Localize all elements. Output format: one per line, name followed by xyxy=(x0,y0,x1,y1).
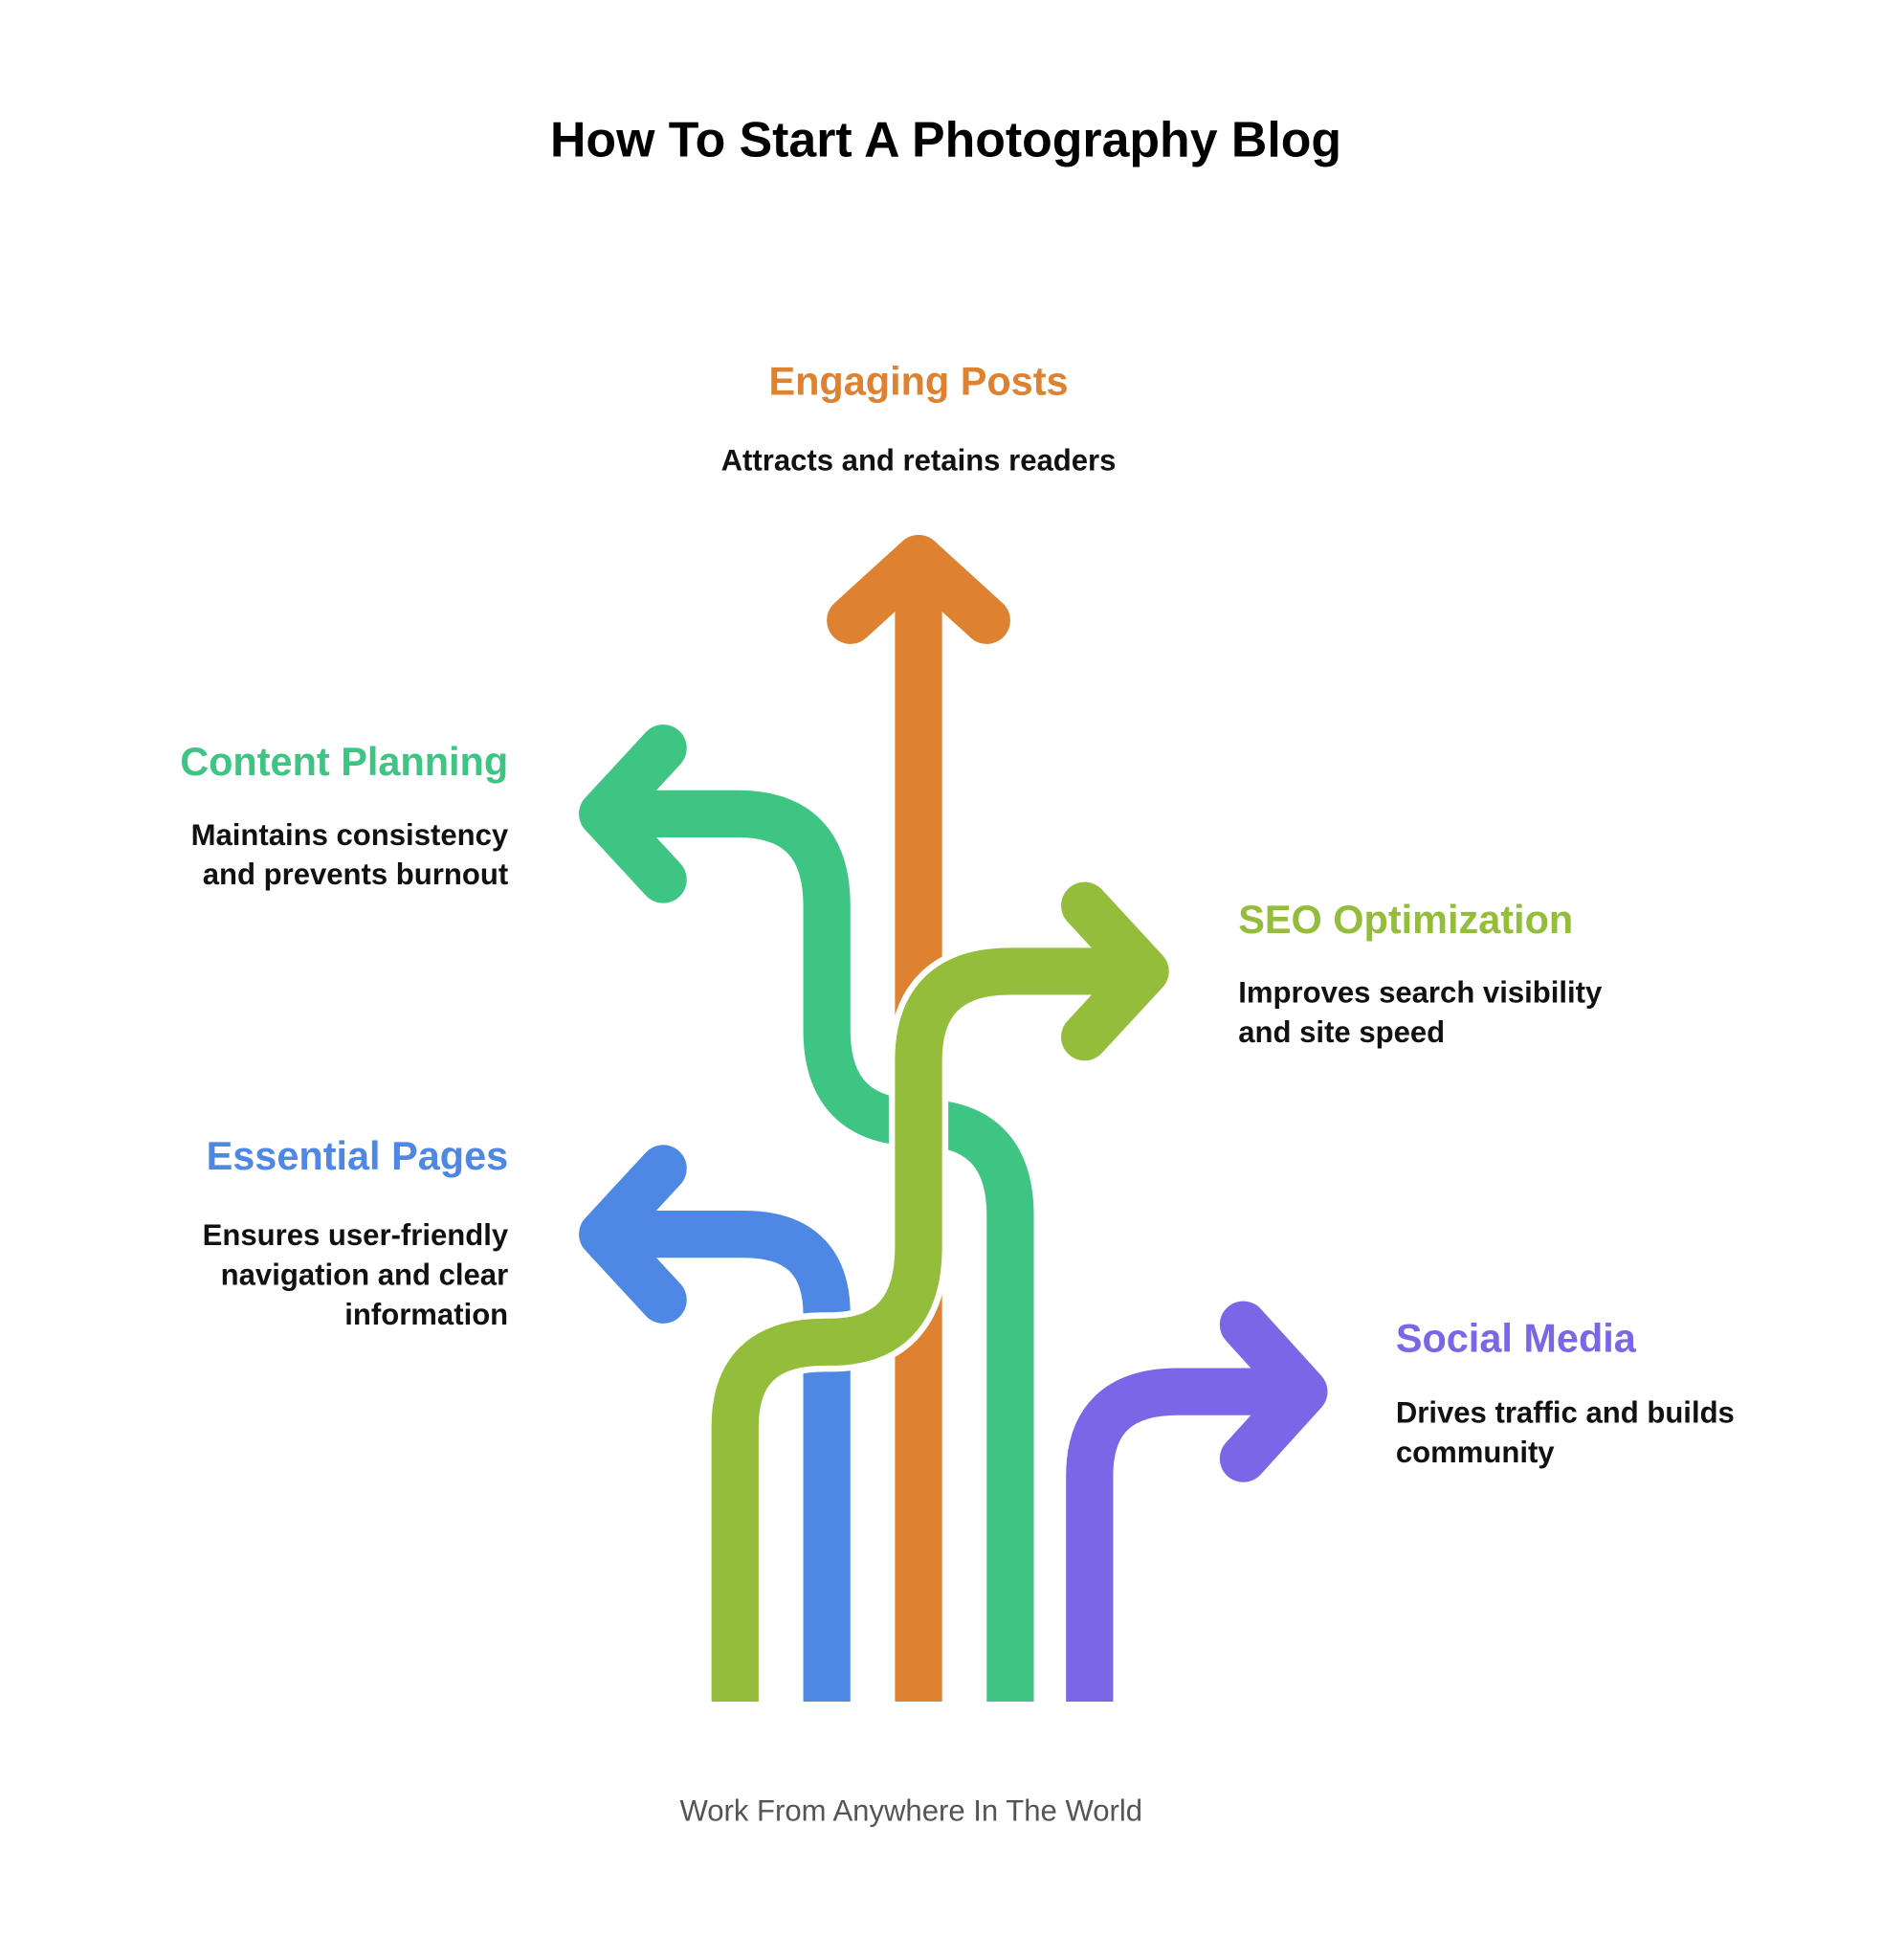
engaging-posts-title: Engaging Posts xyxy=(768,358,1068,403)
content-planning-desc-1: Maintains consistency xyxy=(191,818,509,852)
social-media-desc-1: Drives traffic and builds xyxy=(1396,1396,1735,1430)
social-media-desc-2: community xyxy=(1396,1436,1555,1469)
social-media-arrow xyxy=(1066,1301,1328,1703)
seo-desc-1: Improves search visibility xyxy=(1238,975,1603,1009)
seo-desc-2: and site speed xyxy=(1238,1015,1445,1049)
page-title: How To Start A Photography Blog xyxy=(550,112,1341,167)
seo-title: SEO Optimization xyxy=(1238,897,1573,942)
social-media-title: Social Media xyxy=(1396,1316,1637,1361)
essential-pages-desc-3: information xyxy=(344,1298,508,1331)
engaging-posts-desc: Attracts and retains readers xyxy=(721,444,1117,478)
essential-pages-title: Essential Pages xyxy=(207,1133,509,1178)
essential-pages-arrow xyxy=(579,1145,851,1703)
footer-text: Work From Anywhere In The World xyxy=(679,1793,1142,1827)
content-planning-arrow xyxy=(579,724,1040,1703)
content-planning-title: Content Planning xyxy=(180,739,508,784)
content-planning-desc-2: and prevents burnout xyxy=(203,858,508,891)
seo-arrow xyxy=(705,881,1169,1703)
essential-pages-desc-2: navigation and clear xyxy=(221,1258,509,1292)
essential-pages-desc-1: Ensures user-friendly xyxy=(203,1218,509,1252)
